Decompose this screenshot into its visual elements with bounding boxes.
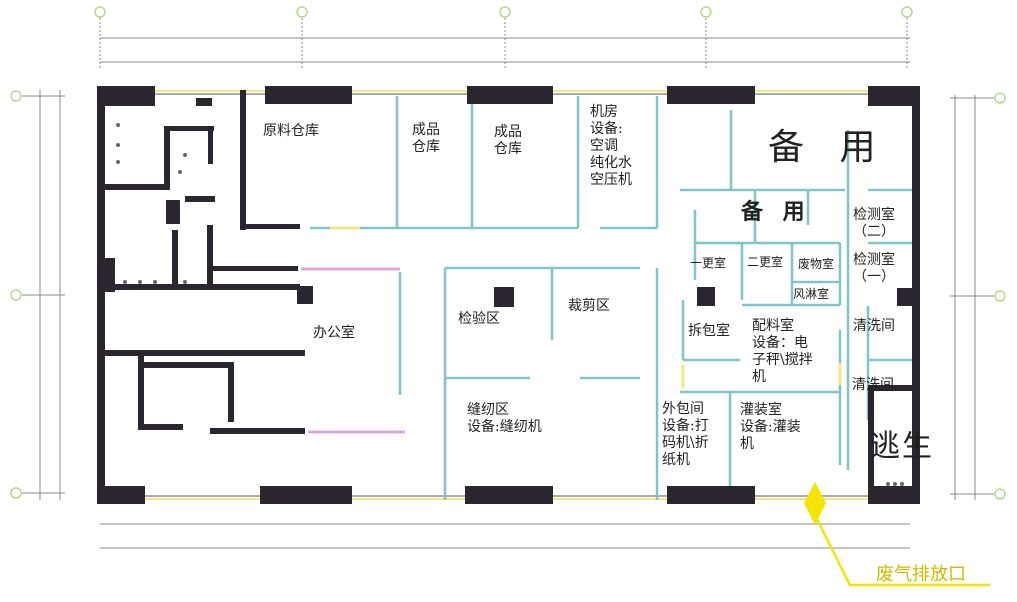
room-filling: 灌装室 设备:灌装 机 — [740, 402, 801, 452]
room-raw-store: 原料仓库 — [263, 123, 319, 139]
room-test-2: 检测室 （二） — [853, 207, 895, 240]
room-spare-big: 备 用 — [768, 127, 888, 168]
room-cutting: 裁剪区 — [568, 298, 610, 314]
room-waste: 废物室 — [798, 257, 835, 271]
room-machine-room: 机房 设备: 空调 纯化水 空压机 — [590, 104, 632, 188]
room-finished-store-2: 成品 仓库 — [494, 124, 522, 157]
room-washing-2: 清洗间 — [852, 377, 894, 393]
structural-walls — [97, 86, 920, 504]
exhaust-outlet-label: 废气排放口 — [876, 564, 966, 585]
room-office: 办公室 — [313, 325, 355, 341]
room-spare-small: 备 用 — [741, 199, 811, 225]
grid-markers — [10, 6, 1006, 500]
room-sewing: 缝纫区 设备:缝纫机 — [467, 402, 542, 435]
doors — [301, 226, 842, 434]
room-washing-1: 清洗间 — [853, 318, 895, 334]
room-test-1: 检测室 （一） — [853, 252, 895, 285]
escape-exit: 逃生 — [870, 429, 934, 464]
exhaust-outlet-marker — [804, 482, 990, 587]
room-inspection: 检验区 — [458, 311, 500, 327]
toilet-fixtures — [116, 123, 904, 486]
partition-walls — [310, 96, 912, 500]
room-change-2: 二更室 — [747, 255, 784, 269]
dimension-lines — [22, 18, 994, 549]
room-change-1: 一更室 — [690, 256, 727, 270]
room-finished-store-1: 成品 仓库 — [412, 122, 440, 155]
room-unpacking: 拆包室 — [688, 323, 730, 339]
room-outer-packing: 外包间 设备:打 码机\折 纸机 — [662, 401, 709, 468]
room-air-shower: 风淋室 — [793, 287, 830, 301]
room-batching: 配料室 设备：电 子秤\搅拌 机 — [752, 318, 813, 385]
